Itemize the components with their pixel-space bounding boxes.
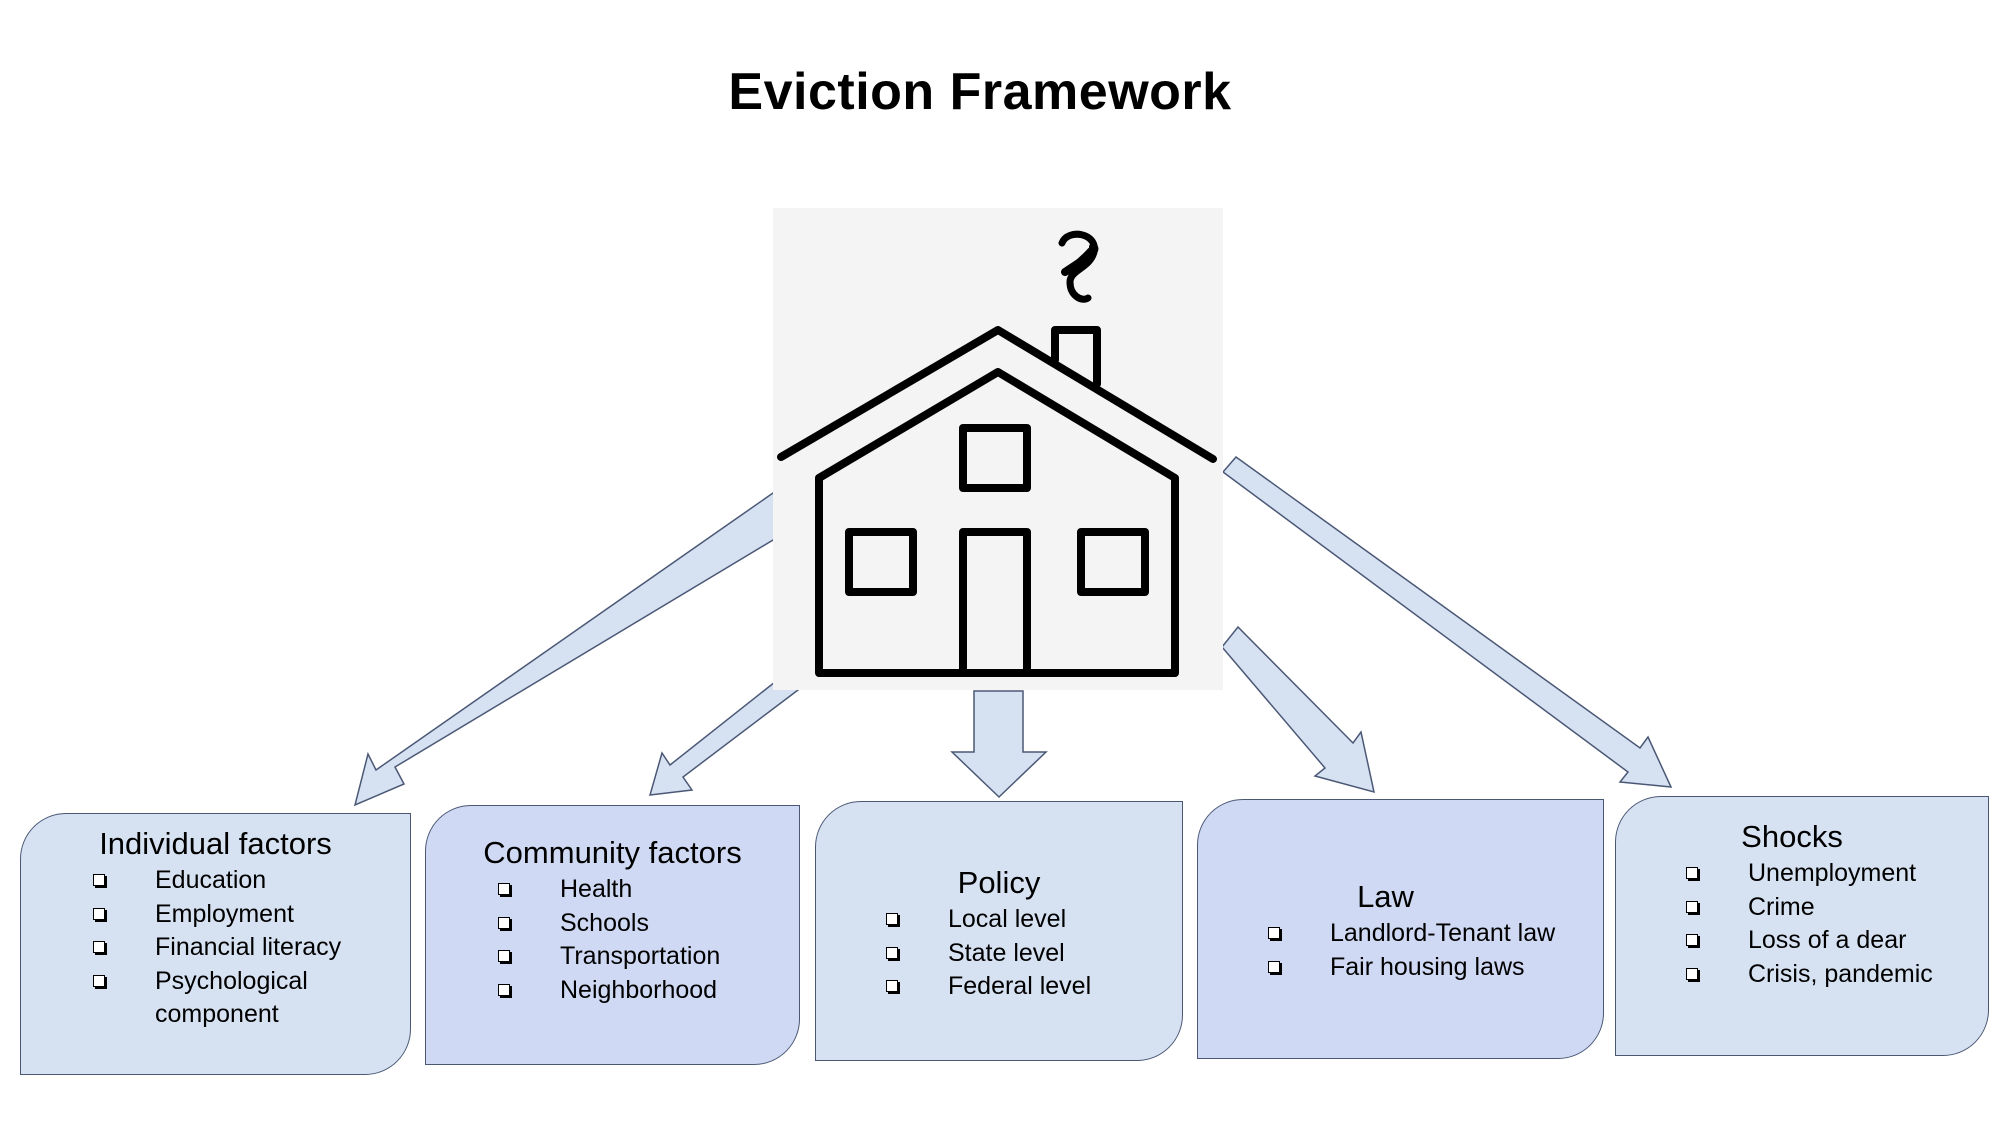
list-item: Neighborhood — [498, 974, 720, 1008]
box-heading: Policy — [957, 865, 1041, 900]
checkbox-square-icon — [1686, 967, 1698, 980]
list-item: Fair housing laws — [1268, 951, 1555, 985]
box-heading: Community factors — [483, 835, 742, 870]
box-policy: Policy Local level State level Federal l… — [815, 801, 1183, 1061]
list-item: Crisis, pandemic — [1686, 958, 1933, 992]
arrow-to-individual-factors — [353, 491, 800, 807]
arrow-to-shocks — [1221, 455, 1673, 788]
checkbox-square-icon — [886, 913, 898, 925]
box-heading: Shocks — [1741, 819, 1843, 854]
list-item: Landlord-Tenant law — [1268, 917, 1555, 951]
list-item: Unemployment — [1686, 857, 1933, 891]
checkbox-square-icon — [498, 883, 510, 895]
checkbox-square-icon — [93, 941, 105, 953]
checkbox-square-icon — [1686, 934, 1698, 946]
factor-list: Unemployment Crime Loss of a dear Crisis… — [1686, 857, 1933, 991]
box-community-factors: Community factors Health Schools Transpo… — [425, 805, 800, 1065]
list-item: Transportation — [498, 940, 720, 974]
list-item: Federal level — [886, 970, 1091, 1004]
box-law: Law Landlord-Tenant law Fair housing law… — [1197, 799, 1604, 1059]
checkbox-square-icon — [498, 950, 510, 962]
checkbox-square-icon — [93, 874, 105, 886]
list-item: Loss of a dear — [1686, 924, 1933, 958]
house-icon — [777, 243, 1217, 677]
arrow-to-law — [1221, 625, 1375, 794]
list-item: Local level — [886, 903, 1091, 937]
list-item: Psychological component — [93, 965, 341, 1032]
checkbox-square-icon — [1686, 900, 1698, 913]
list-item: Employment — [93, 898, 341, 932]
house-panel — [773, 208, 1223, 690]
factor-list: Education Employment Financial literacy … — [93, 864, 341, 1032]
diagram-title: Eviction Framework — [728, 63, 1232, 121]
checkbox-square-icon — [498, 916, 510, 929]
checkbox-square-icon — [886, 980, 898, 992]
list-item: Financial literacy — [93, 931, 341, 965]
checkbox-square-icon — [1268, 927, 1280, 939]
smoke-icon — [1058, 230, 1098, 303]
factor-list: Health Schools Transportation Neighborho… — [498, 873, 720, 1007]
factor-list: Landlord-Tenant law Fair housing laws — [1268, 917, 1555, 984]
checkbox-square-icon — [886, 946, 898, 959]
arrow-to-policy — [950, 690, 1048, 799]
list-item: Crime — [1686, 891, 1933, 925]
checkbox-square-icon — [93, 974, 105, 987]
factor-list: Local level State level Federal level — [886, 903, 1091, 1004]
list-item: State level — [886, 937, 1091, 971]
checkbox-square-icon — [498, 983, 510, 996]
checkbox-square-icon — [1268, 960, 1280, 973]
list-item: Health — [498, 873, 720, 907]
box-individual-factors: Individual factors Education Employment … — [20, 813, 411, 1075]
arrow-to-community-factors — [648, 677, 800, 796]
checkbox-square-icon — [93, 907, 105, 920]
list-item: Education — [93, 864, 341, 898]
list-item: Schools — [498, 907, 720, 941]
checkbox-square-icon — [1686, 867, 1698, 879]
box-heading: Law — [1357, 879, 1414, 914]
box-heading: Individual factors — [99, 826, 332, 861]
box-shocks: Shocks Unemployment Crime Loss of a dear… — [1615, 796, 1989, 1056]
